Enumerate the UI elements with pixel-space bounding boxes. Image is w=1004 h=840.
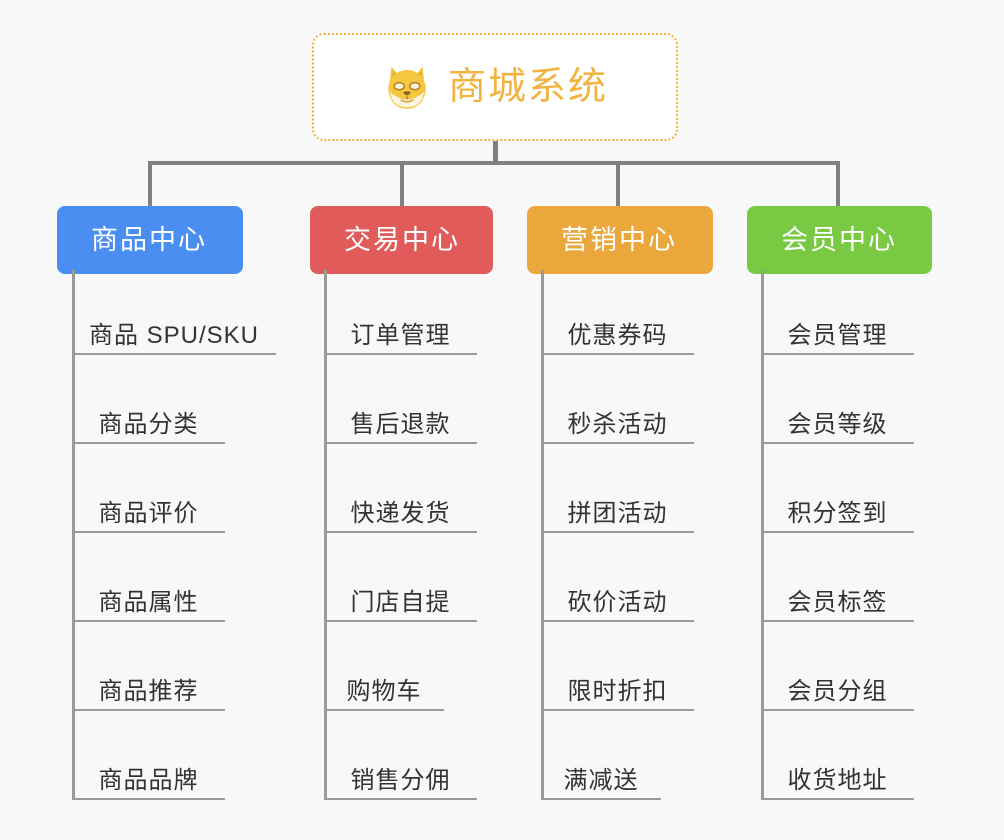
leaf-item[interactable]: 满减送 bbox=[541, 758, 661, 800]
leaf-item-label: 砍价活动 bbox=[567, 589, 668, 617]
leaf-item[interactable]: 会员管理 bbox=[761, 313, 914, 355]
leaf-item-label: 积分签到 bbox=[787, 500, 888, 528]
leaf-item[interactable]: 限时折扣 bbox=[541, 669, 694, 711]
category-label-product: 商品中心 bbox=[91, 224, 207, 255]
leaf-item-label: 购物车 bbox=[346, 678, 422, 706]
root-title: 商城系统 bbox=[447, 66, 608, 108]
leaf-item-label: 会员标签 bbox=[787, 589, 888, 617]
leaf-item[interactable]: 商品分类 bbox=[72, 402, 225, 444]
leaf-item-label: 限时折扣 bbox=[567, 678, 668, 706]
leaf-item[interactable]: 快递发货 bbox=[324, 491, 477, 533]
leaf-spine bbox=[761, 270, 764, 800]
leaf-item-label: 门店自提 bbox=[350, 589, 451, 617]
leaf-item[interactable]: 商品属性 bbox=[72, 580, 225, 622]
shiba-dog-icon bbox=[382, 62, 432, 112]
connector-drop-1 bbox=[148, 161, 152, 206]
leaf-item[interactable]: 购物车 bbox=[324, 669, 444, 711]
leaf-item[interactable]: 拼团活动 bbox=[541, 491, 694, 533]
category-label-marketing: 营销中心 bbox=[561, 224, 677, 255]
leaf-item[interactable]: 订单管理 bbox=[324, 313, 477, 355]
leaf-item[interactable]: 优惠券码 bbox=[541, 313, 694, 355]
leaf-item[interactable]: 商品品牌 bbox=[72, 758, 225, 800]
leaf-item-label: 拼团活动 bbox=[567, 500, 668, 528]
connector-root-trunk bbox=[493, 141, 498, 164]
leaf-spine bbox=[72, 270, 75, 800]
leaf-item-label: 优惠券码 bbox=[567, 322, 668, 350]
category-box-product[interactable]: 商品中心 bbox=[57, 206, 243, 274]
category-box-member[interactable]: 会员中心 bbox=[747, 206, 932, 274]
leaf-item[interactable]: 商品推荐 bbox=[72, 669, 225, 711]
leaf-item-label: 销售分佣 bbox=[350, 767, 451, 795]
leaf-item-label: 售后退款 bbox=[350, 411, 451, 439]
leaf-item[interactable]: 销售分佣 bbox=[324, 758, 477, 800]
leaf-item[interactable]: 积分签到 bbox=[761, 491, 914, 533]
leaf-item-label: 快递发货 bbox=[350, 500, 451, 528]
leaf-item-label: 会员等级 bbox=[787, 411, 888, 439]
leaf-item-label: 商品品牌 bbox=[98, 767, 199, 795]
leaf-item-label: 商品 SPU/SKU bbox=[88, 322, 260, 350]
leaf-item[interactable]: 门店自提 bbox=[324, 580, 477, 622]
connector-drop-3 bbox=[616, 161, 620, 206]
root-node-card[interactable]: 商城系统 bbox=[312, 33, 678, 141]
leaf-item[interactable]: 会员标签 bbox=[761, 580, 914, 622]
category-box-marketing[interactable]: 营销中心 bbox=[527, 206, 713, 274]
leaf-item[interactable]: 收货地址 bbox=[761, 758, 914, 800]
leaf-item-label: 收货地址 bbox=[787, 767, 888, 795]
leaf-item-label: 商品评价 bbox=[98, 500, 199, 528]
leaf-item-label: 会员分组 bbox=[787, 678, 888, 706]
leaf-spine bbox=[324, 270, 327, 800]
leaf-item[interactable]: 会员等级 bbox=[761, 402, 914, 444]
category-label-trade: 交易中心 bbox=[344, 224, 460, 255]
leaf-spine bbox=[541, 270, 544, 800]
connector-horizontal-bus bbox=[148, 161, 840, 165]
leaf-item-label: 满减送 bbox=[563, 767, 639, 795]
leaf-item[interactable]: 商品评价 bbox=[72, 491, 225, 533]
leaf-item[interactable]: 售后退款 bbox=[324, 402, 477, 444]
leaf-item[interactable]: 会员分组 bbox=[761, 669, 914, 711]
leaf-item[interactable]: 砍价活动 bbox=[541, 580, 694, 622]
category-box-trade[interactable]: 交易中心 bbox=[310, 206, 493, 274]
category-label-member: 会员中心 bbox=[781, 224, 897, 255]
leaf-item-label: 秒杀活动 bbox=[567, 411, 668, 439]
leaf-item[interactable]: 秒杀活动 bbox=[541, 402, 694, 444]
leaf-item-label: 会员管理 bbox=[787, 322, 888, 350]
leaf-item-label: 商品推荐 bbox=[98, 678, 199, 706]
leaf-item-label: 订单管理 bbox=[350, 322, 451, 350]
connector-drop-2 bbox=[400, 161, 404, 206]
leaf-item-label: 商品分类 bbox=[98, 411, 199, 439]
connector-drop-4 bbox=[836, 161, 840, 206]
leaf-item-label: 商品属性 bbox=[98, 589, 199, 617]
leaf-item[interactable]: 商品 SPU/SKU bbox=[72, 313, 276, 355]
